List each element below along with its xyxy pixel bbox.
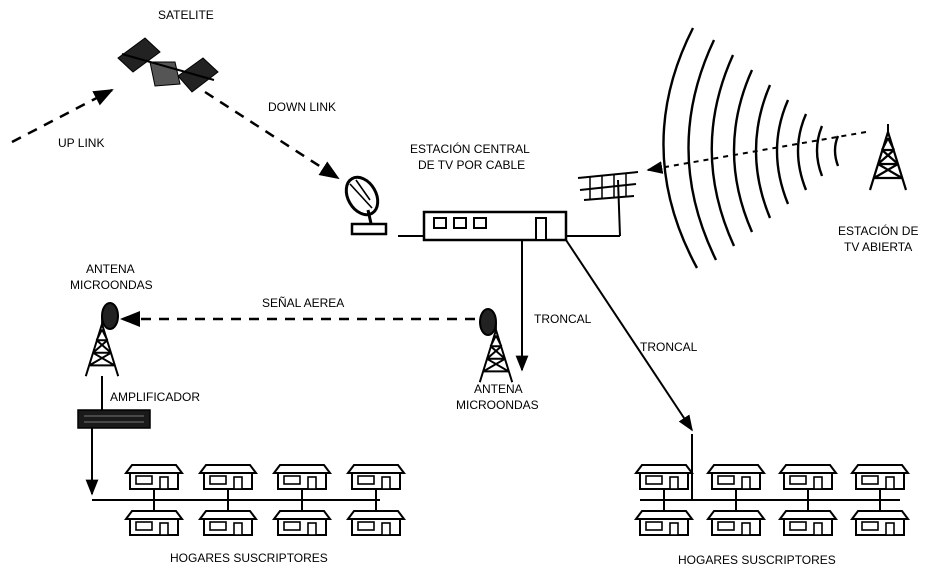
label-downlink: DOWN LINK: [268, 100, 336, 114]
amplifier-icon: [78, 410, 150, 428]
house-icon: [636, 511, 692, 535]
house-icon: [126, 465, 182, 489]
house-icon: [274, 511, 330, 535]
label-open-tv-2: TV ABIERTA: [844, 240, 912, 254]
homes-left-wiring: [92, 488, 380, 512]
label-antenna-left-2: MICROONDAS: [70, 278, 153, 292]
satellite-dish-icon: [340, 172, 386, 234]
label-antenna-center-2: MICROONDAS: [456, 398, 539, 412]
open-tv-tower-icon: [870, 124, 906, 190]
broadcast-waves: [663, 28, 838, 268]
label-aerial-signal: SEÑAL AEREA: [262, 296, 344, 310]
house-icon: [126, 511, 182, 535]
tv-antenna-icon: [578, 172, 638, 236]
trunk-right-line: [566, 240, 692, 430]
label-open-tv-1: ESTACIÓN DE: [838, 224, 918, 238]
label-amplifier: AMPLIFICADOR: [110, 390, 200, 404]
house-icon: [200, 511, 256, 535]
house-icon: [200, 465, 256, 489]
house-icon: [708, 465, 764, 489]
label-central-station-1: ESTACIÓN CENTRAL: [410, 142, 530, 156]
label-homes-left: HOGARES SUSCRIPTORES: [170, 551, 328, 565]
house-icon: [636, 465, 692, 489]
house-icon: [348, 465, 404, 489]
label-antenna-left-1: ANTENA: [86, 262, 135, 276]
label-satellite: SATELITE: [158, 8, 214, 22]
label-homes-right: HOGARES SUSCRIPTORES: [678, 553, 836, 567]
house-icon: [780, 465, 836, 489]
house-icon: [852, 511, 908, 535]
microwave-antenna-center-icon: [480, 309, 512, 382]
house-icon: [780, 511, 836, 535]
house-icon: [708, 511, 764, 535]
uplink-arrow: [12, 90, 112, 142]
label-central-station-2: DE TV POR CABLE: [418, 158, 525, 172]
house-icon: [852, 465, 908, 489]
house-icon: [274, 465, 330, 489]
house-icon: [348, 511, 404, 535]
microwave-antenna-left-icon: [86, 303, 118, 376]
label-antenna-center-1: ANTENA: [474, 382, 523, 396]
label-trunk-right: TRONCAL: [640, 340, 697, 354]
label-uplink: UP LINK: [58, 136, 104, 150]
label-trunk-center: TRONCAL: [534, 312, 591, 326]
central-station-building: [424, 212, 566, 240]
satellite-icon: [118, 38, 218, 92]
